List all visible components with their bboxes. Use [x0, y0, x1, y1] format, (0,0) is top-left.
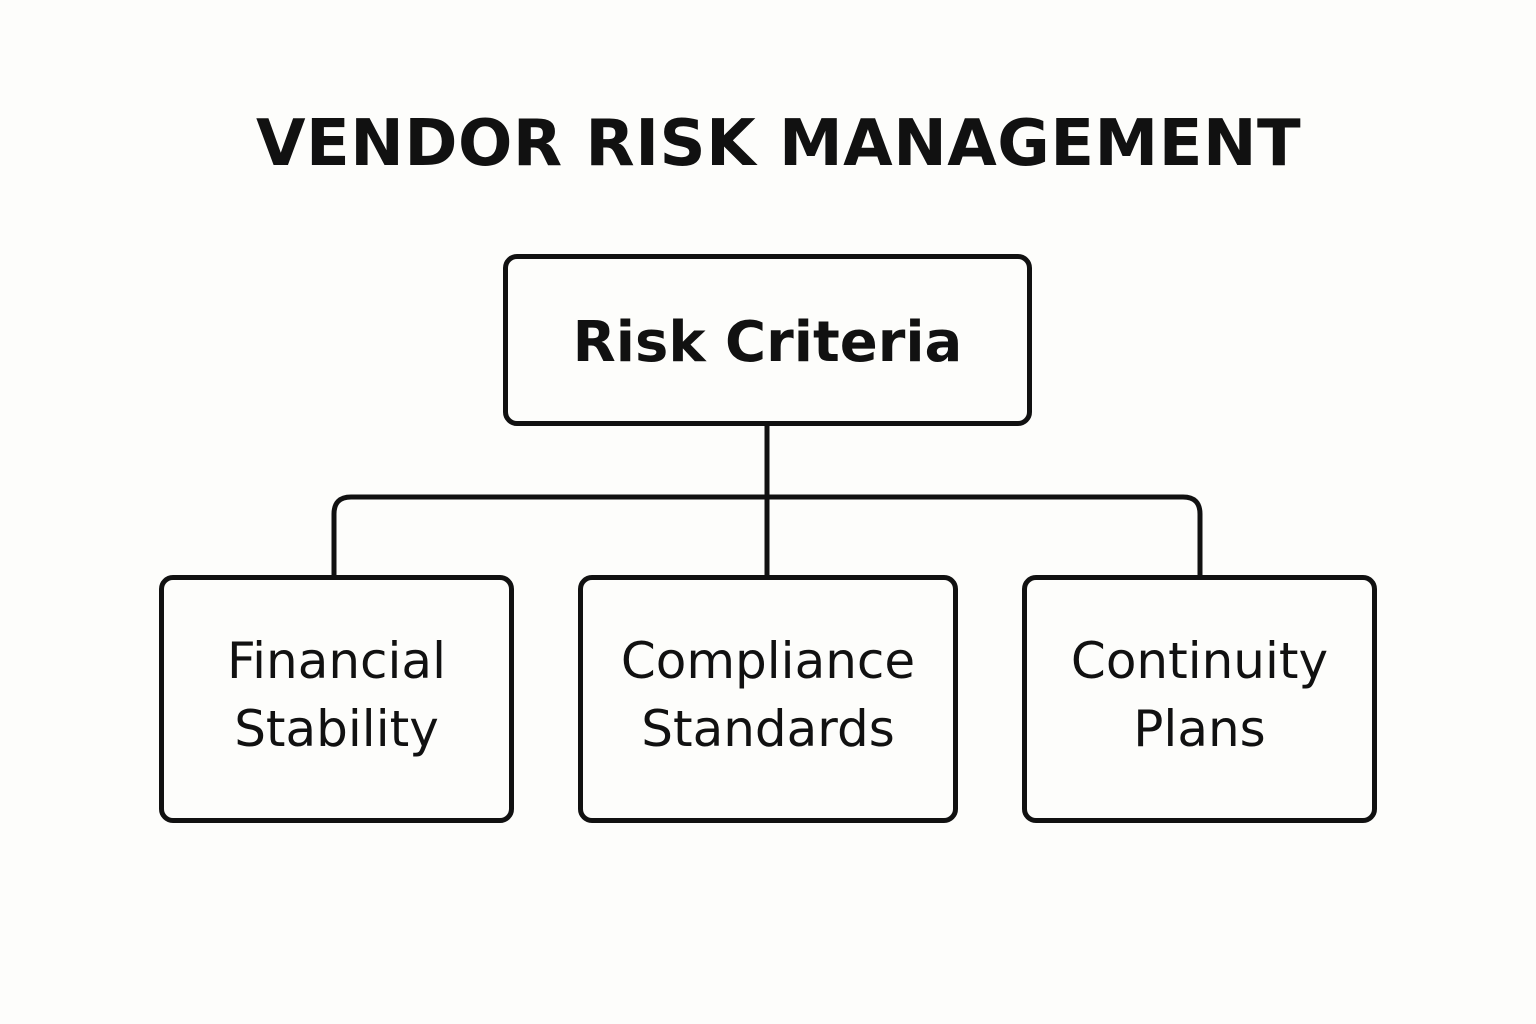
- financial-stability-label: Financial Stability: [227, 632, 446, 758]
- continuity-plans-label: Continuity Plans: [1070, 632, 1329, 758]
- risk-criteria-node: Risk Criteria: [503, 254, 1032, 426]
- compliance-standards-label: Compliance Standards: [620, 632, 916, 758]
- continuity-plans-node: Continuity Plans: [1022, 575, 1377, 823]
- risk-criteria-label: Risk Criteria: [572, 310, 963, 375]
- financial-stability-node: Financial Stability: [159, 575, 514, 823]
- diagram-title: VENDOR RISK MANAGEMENT: [256, 107, 1302, 181]
- compliance-standards-node: Compliance Standards: [578, 575, 958, 823]
